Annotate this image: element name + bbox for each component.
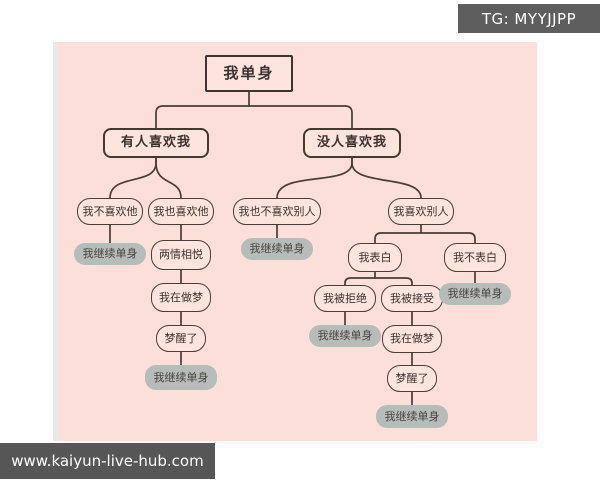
node-woke-up-2: 梦醒了 [387, 365, 437, 392]
node-i-get-rejected: 我被拒绝 [314, 285, 376, 312]
node-stay-single-5: 我继续单身 [309, 325, 381, 347]
node-dreaming-1: 我在做梦 [151, 283, 211, 312]
node-i-like-others: 我喜欢别人 [388, 198, 454, 225]
node-i-like-him-too: 我也喜欢他 [148, 198, 214, 225]
telegram-badge: TG: MYYJJPP [458, 4, 600, 33]
node-root: 我单身 [205, 55, 293, 92]
node-dreaming-2: 我在做梦 [382, 325, 442, 353]
node-woke-up-1: 梦醒了 [156, 325, 206, 352]
node-i-confess: 我表白 [348, 243, 402, 272]
node-i-dont-like-others-either: 我也不喜欢别人 [233, 198, 321, 225]
node-stay-single-3: 我继续单身 [241, 238, 313, 260]
node-i-dont-like-him: 我不喜欢他 [77, 198, 143, 225]
node-stay-single-2: 我继续单身 [145, 365, 217, 390]
website-watermark: www.kaiyun-live-hub.com [0, 443, 215, 479]
left-edge-strip [53, 42, 58, 441]
node-nobody-likes-me: 没人喜欢我 [303, 128, 401, 158]
node-i-dont-confess: 我不表白 [444, 243, 506, 272]
node-i-get-accepted: 我被接受 [381, 285, 443, 312]
node-stay-single-4: 我继续单身 [439, 283, 511, 305]
node-stay-single-6: 我继续单身 [376, 405, 448, 428]
node-stay-single-1: 我继续单身 [74, 243, 146, 265]
node-someone-likes-me: 有人喜欢我 [103, 128, 209, 158]
node-mutual-love: 两情相悦 [151, 240, 211, 270]
